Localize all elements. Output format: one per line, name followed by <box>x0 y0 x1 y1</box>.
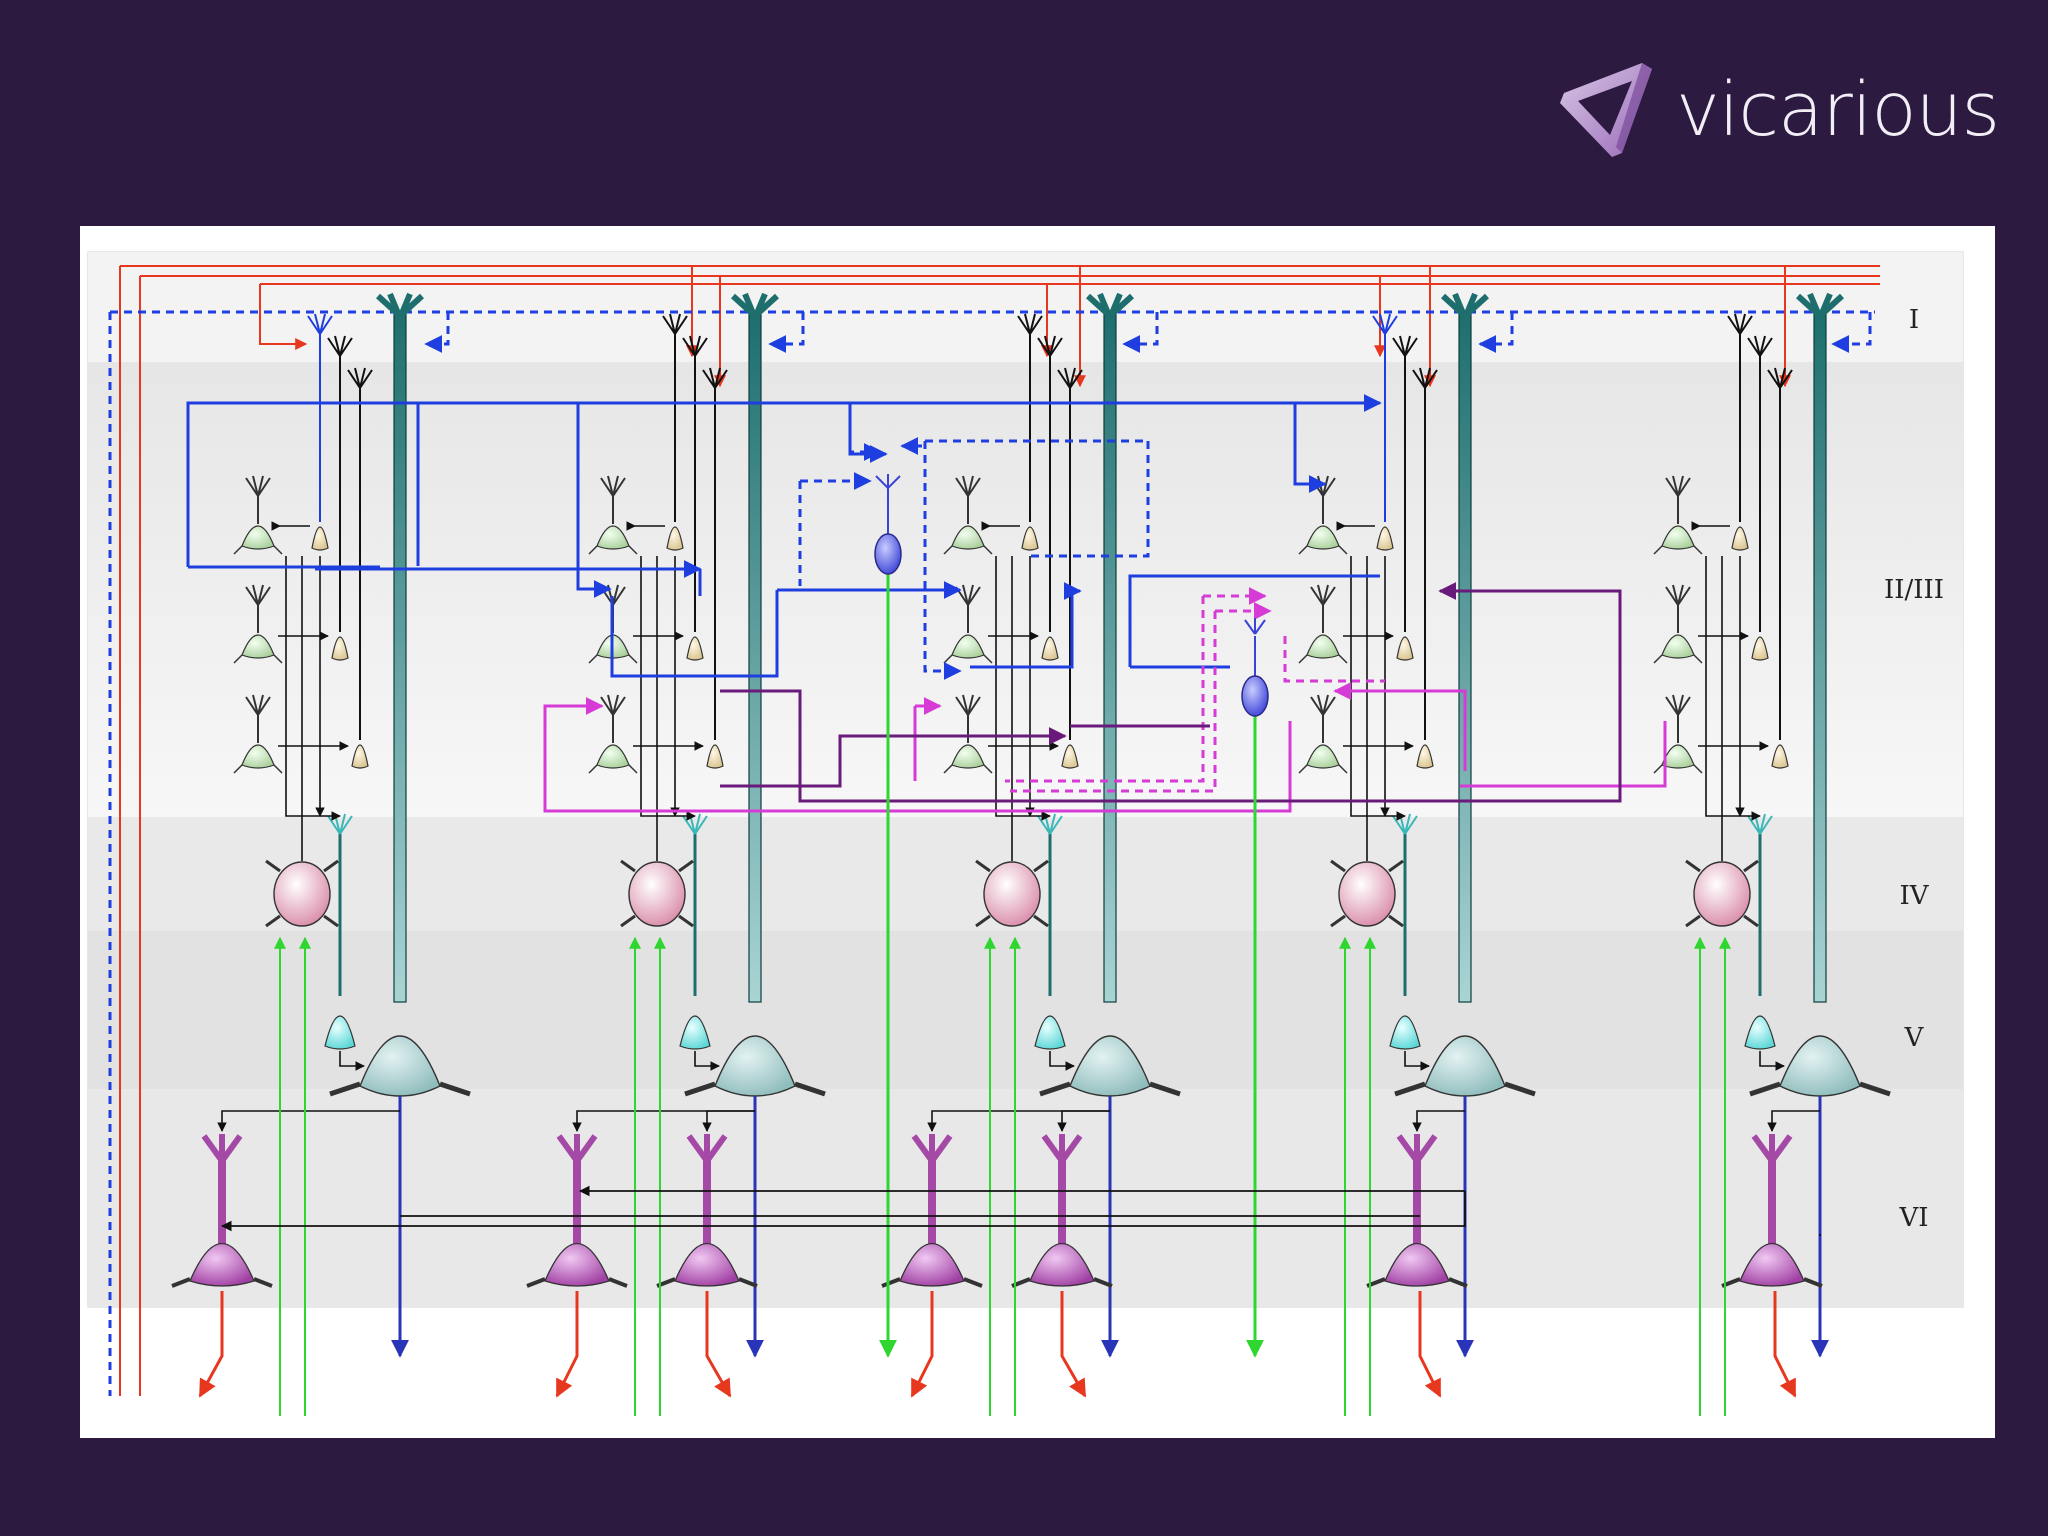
l4-spiny-stellate <box>620 859 694 928</box>
red-outputs <box>198 1291 1797 1398</box>
l5-large-pyramidal-soma <box>1394 1035 1536 1097</box>
l23-green-pyramidal-2 <box>943 584 993 664</box>
l4-spiny-stellate <box>975 859 1049 928</box>
brand-name: vicarious <box>1676 67 2000 153</box>
red-feedback-projections <box>119 265 1880 1396</box>
magenta-dashed-connections <box>1005 587 1385 793</box>
l23-tan-pyramidal-3 <box>1057 367 1083 769</box>
vicarious-brand: vicarious <box>1552 50 2000 170</box>
l23-green-pyramidal-2 <box>1653 584 1703 664</box>
blue-interneuron-right <box>1241 618 1269 717</box>
l5-large-pyramidal-soma <box>1039 1035 1181 1097</box>
blue-interneuron-center <box>874 474 902 575</box>
layer-band-vi <box>88 1089 1963 1307</box>
blue-dashed-lateral <box>798 406 1150 680</box>
cortical-column-5 <box>1653 292 1891 1358</box>
layer-bands <box>87 251 1964 1308</box>
l23-green-pyramidal-1 <box>1653 475 1703 555</box>
l5-small-pyramidal <box>1744 1015 1776 1050</box>
l5-small-pyramidal <box>324 1015 356 1050</box>
l23-tan-pyramidal-3 <box>1767 367 1793 769</box>
l23-green-pyramidal-3 <box>233 694 283 774</box>
layer-label-i: I <box>1909 305 1919 335</box>
l4-spiny-stellate <box>265 859 339 928</box>
l23-green-pyramidal-3 <box>588 694 638 774</box>
l23-tan-pyramidal-2 <box>1392 335 1418 661</box>
l5-small-pyramidal <box>679 1015 711 1050</box>
l23-green-pyramidal-2 <box>1298 584 1348 664</box>
l23-green-pyramidal-3 <box>1653 694 1703 774</box>
l6-pyramidal-cell <box>171 1110 400 1288</box>
l6-pyramidal-cell <box>526 1110 755 1288</box>
l5-small-pyramidal <box>1389 1015 1421 1050</box>
l5-small-pyramidal <box>1034 1015 1066 1050</box>
green-thalamic-inputs <box>274 556 1731 1416</box>
l23-green-pyramidal-2 <box>233 584 283 664</box>
l5-large-pyramidal-soma <box>329 1035 471 1097</box>
layer-label-iv: IV <box>1899 881 1929 911</box>
l6-pyramidal-cell <box>881 1110 1110 1288</box>
l23-tan-pyramidal-1 <box>1727 313 1753 551</box>
l23-green-pyramidal-1 <box>233 475 283 555</box>
l6-pyramidal-cell <box>656 1110 758 1288</box>
purple-connections <box>720 582 1622 803</box>
l23-green-pyramidal-1 <box>588 475 638 555</box>
l23-tan-pyramidal-3 <box>347 367 373 769</box>
layer-label-v: V <box>1904 1023 1925 1053</box>
l6-lateral-connections <box>220 1185 1821 1236</box>
l5-large-pyramidal-soma <box>684 1035 826 1097</box>
l23-tan-pyramidal-3 <box>1412 367 1438 769</box>
l23-tan-pyramidal-1 <box>662 313 688 551</box>
l5-large-pyramidal-soma <box>1749 1035 1891 1097</box>
l23-green-pyramidal-3 <box>943 694 993 774</box>
l23-tan-pyramidal-3 <box>702 367 728 769</box>
l23-green-pyramidal-1 <box>943 475 993 555</box>
l23-tan-pyramidal-1 <box>1372 313 1398 551</box>
layer-band-i <box>88 252 1963 362</box>
l23-tan-pyramidal-2 <box>1747 335 1773 661</box>
cortical-column-1 <box>171 292 471 1358</box>
l4-spiny-stellate <box>1685 859 1759 928</box>
l23-tan-pyramidal-1 <box>1017 313 1043 551</box>
l6-pyramidal-cell <box>1366 1110 1468 1288</box>
magenta-connections <box>543 682 1667 813</box>
layer-label-vi: VI <box>1898 1203 1928 1233</box>
l23-green-pyramidal-3 <box>1298 694 1348 774</box>
l4-spiny-stellate <box>1330 859 1404 928</box>
cortical-column-diagram: I II/III IV V VI <box>80 226 1995 1438</box>
l23-tan-pyramidal-1 <box>307 313 333 551</box>
vicarious-triangle-logo-icon <box>1560 63 1652 157</box>
cortical-column-4 <box>1298 292 1536 1358</box>
cortical-column-3 <box>881 292 1181 1358</box>
l6-pyramidal-cell <box>1011 1110 1113 1288</box>
blue-lateral-connections <box>186 394 1382 678</box>
cortical-circuit-svg: I II/III IV V VI <box>87 251 1964 1416</box>
layer-label-ii-iii: II/III <box>1884 575 1944 605</box>
